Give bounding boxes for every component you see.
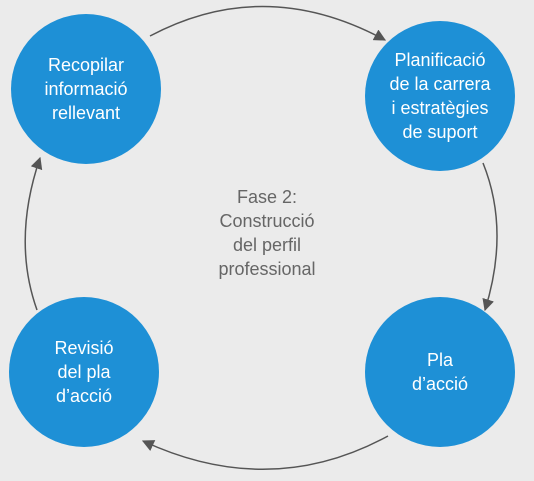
- node-label: Recopilar informació rellevant: [44, 55, 128, 123]
- arrow-planificacio-to-pla: [482, 162, 498, 312]
- node-label: Pla d’acció: [411, 350, 469, 394]
- arrow-revisio-to-recopilar: [24, 156, 43, 311]
- center-label: Fase 2: Construcció del perfil professio…: [218, 187, 316, 279]
- node-planificacio-carrera: Planificació de la carrera i estratègies…: [365, 21, 515, 171]
- node-pla-accio: Pla d’acció: [365, 297, 515, 447]
- node-label: Revisió del pla d’acció: [54, 338, 114, 406]
- arrow-recopilar-to-planificacio: [149, 5, 387, 41]
- node-revisio-pla: Revisió del pla d’acció: [9, 297, 159, 447]
- node-label: Planificació de la carrera i estratègies…: [389, 50, 491, 142]
- node-recopilar-informacio: Recopilar informació rellevant: [11, 14, 161, 164]
- arrow-pla-to-revisio: [141, 435, 389, 471]
